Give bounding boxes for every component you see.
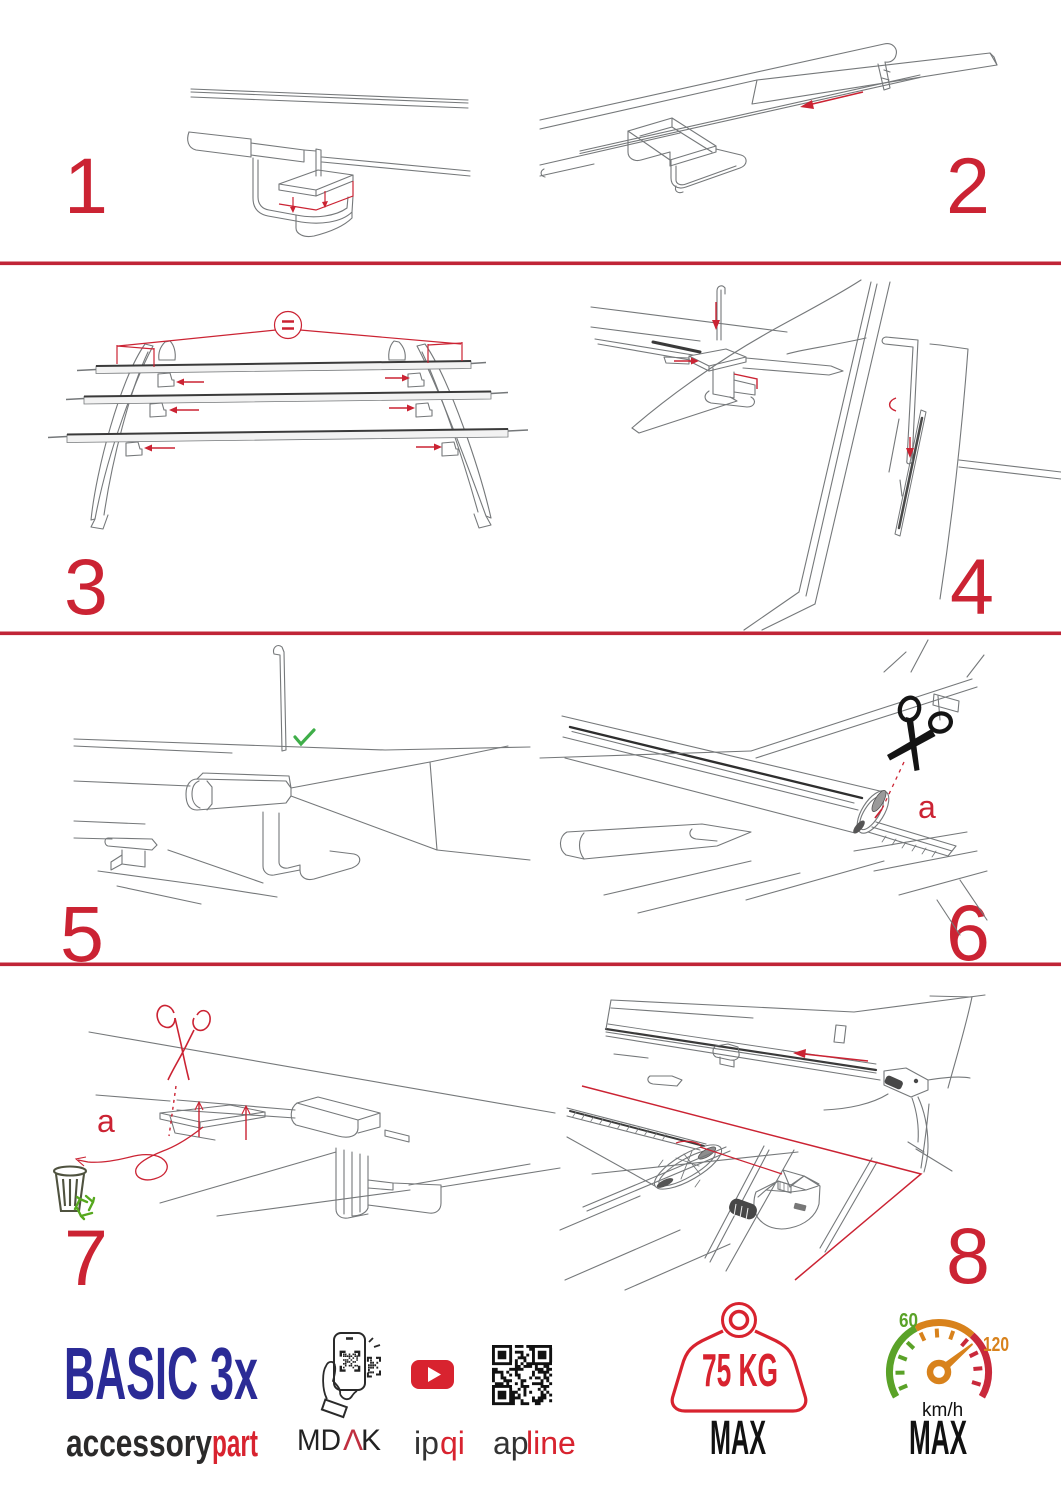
- svg-text:MAX: MAX: [909, 1412, 967, 1465]
- svg-text:1: 1: [64, 141, 108, 230]
- svg-text:60: 60: [899, 1310, 918, 1332]
- svg-text:ap: ap: [493, 1425, 529, 1461]
- svg-text:5: 5: [60, 889, 104, 978]
- svg-text:Λ: Λ: [343, 1424, 363, 1457]
- svg-text:line: line: [526, 1425, 576, 1461]
- svg-text:MAX: MAX: [710, 1412, 766, 1465]
- svg-text:3: 3: [64, 542, 108, 631]
- svg-text:8: 8: [946, 1211, 990, 1300]
- svg-text:a: a: [97, 1103, 115, 1139]
- svg-text:K: K: [361, 1424, 381, 1457]
- svg-text:qi: qi: [440, 1425, 465, 1461]
- svg-text:accessory: accessory: [66, 1423, 212, 1465]
- svg-text:75 KG: 75 KG: [702, 1344, 778, 1396]
- svg-text:a: a: [918, 789, 936, 825]
- svg-text:MD: MD: [297, 1424, 341, 1457]
- svg-text:4: 4: [950, 542, 994, 631]
- svg-text:part: part: [212, 1423, 258, 1465]
- svg-text:ip: ip: [414, 1425, 439, 1461]
- svg-text:2: 2: [946, 141, 990, 230]
- svg-text:BASIC 3x: BASIC 3x: [64, 1332, 258, 1415]
- svg-text:6: 6: [946, 888, 990, 977]
- svg-text:120: 120: [983, 1334, 1009, 1356]
- svg-text:7: 7: [64, 1213, 108, 1302]
- svg-text:km/h: km/h: [922, 1400, 963, 1421]
